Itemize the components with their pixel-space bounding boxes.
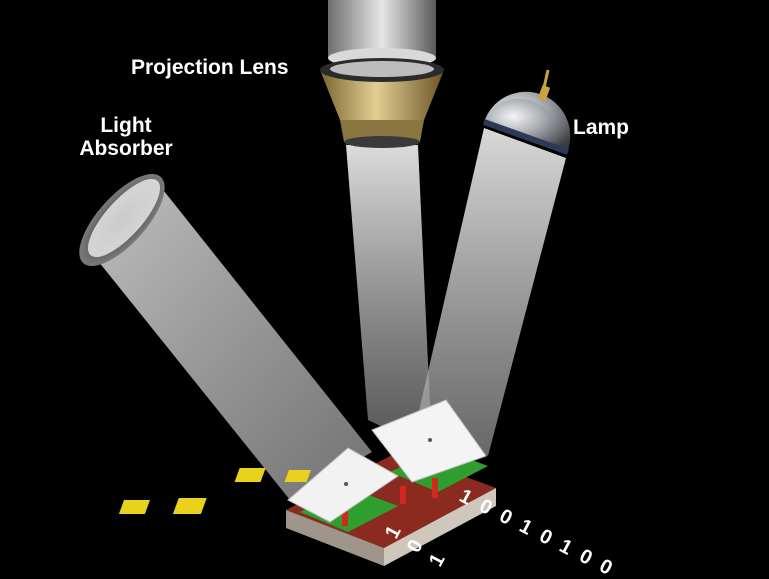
projection-lens (320, 0, 444, 148)
light-absorber (79, 174, 165, 266)
light-absorber-label: Light Absorber (70, 114, 182, 160)
light-absorber-label-line1: Light (100, 114, 152, 137)
mirror-left (287, 447, 399, 523)
absorber-beam (86, 186, 372, 500)
binary-digit: 1 (425, 550, 450, 570)
binary-digit: 0 (496, 505, 516, 530)
projection-beam (346, 145, 432, 450)
lamp (482, 69, 571, 155)
binary-digit: 1 (516, 515, 536, 540)
binary-digit: 0 (596, 555, 616, 579)
lamp-label: Lamp (573, 116, 630, 139)
binary-digit: 1 (556, 535, 576, 560)
lamp-beam (416, 128, 566, 456)
binary-digit: 0 (576, 545, 596, 570)
binary-digit: 0 (536, 525, 556, 550)
light-absorber-label-line2: Absorber (79, 137, 173, 160)
projection-lens-label: Projection Lens (131, 56, 289, 79)
